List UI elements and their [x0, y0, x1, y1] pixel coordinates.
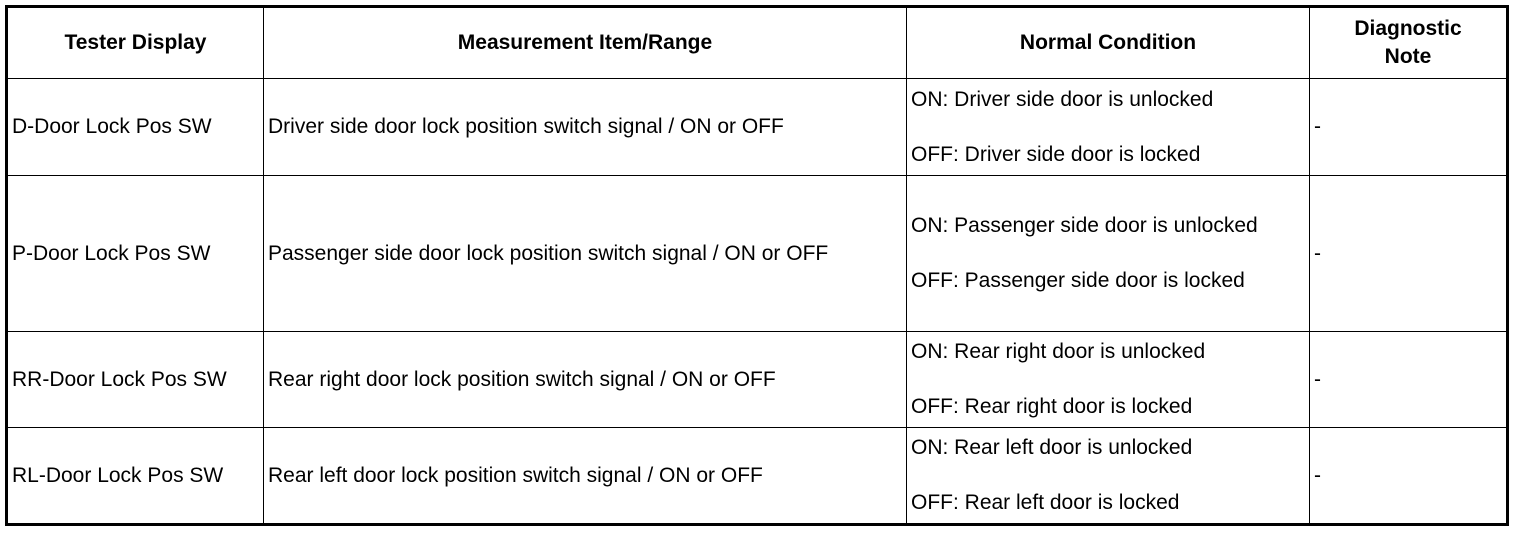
cell-tester-display: D-Door Lock Pos SW — [6, 78, 264, 176]
cell-diagnostic-note: - — [1309, 331, 1508, 428]
condition-spacer — [911, 241, 1305, 266]
cell-diagnostic-note: - — [1309, 427, 1508, 525]
condition-spacer — [911, 367, 1305, 392]
condition-on: ON: Passenger side door is unlocked — [911, 214, 1258, 237]
cell-normal-condition: ON: Passenger side door is unlocked OFF:… — [906, 175, 1310, 332]
condition-on: ON: Rear right door is unlocked — [911, 340, 1206, 363]
condition-on: ON: Rear left door is unlocked — [911, 436, 1193, 459]
table-row: RR-Door Lock Pos SW Rear right door lock… — [6, 331, 1508, 428]
condition-off: OFF: Passenger side door is locked — [911, 269, 1245, 292]
cell-tester-display: RR-Door Lock Pos SW — [6, 331, 264, 428]
tester-display-table: Tester Display Measurement Item/Range No… — [5, 5, 1509, 526]
cell-tester-display: RL-Door Lock Pos SW — [6, 427, 264, 525]
condition-off: OFF: Driver side door is locked — [911, 142, 1201, 166]
cell-normal-condition: ON: Rear right door is unlocked OFF: Rea… — [906, 331, 1310, 428]
header-tester-display: Tester Display — [6, 6, 264, 79]
condition-spacer — [911, 463, 1305, 488]
cell-measurement: Passenger side door lock position switch… — [263, 175, 907, 332]
condition-off: OFF: Rear left door is locked — [911, 491, 1180, 514]
cell-measurement: Rear left door lock position switch sign… — [263, 427, 907, 525]
table-header-row: Tester Display Measurement Item/Range No… — [6, 6, 1508, 79]
condition-off: OFF: Rear right door is locked — [911, 395, 1193, 418]
table-row: D-Door Lock Pos SW Driver side door lock… — [6, 78, 1508, 176]
data-table-container: Tester Display Measurement Item/Range No… — [5, 5, 1509, 526]
cell-measurement: Driver side door lock position switch si… — [263, 78, 907, 176]
cell-diagnostic-note: - — [1309, 78, 1508, 176]
cell-normal-condition: ON: Rear left door is unlocked OFF: Rear… — [906, 427, 1310, 525]
header-normal-condition: Normal Condition — [906, 6, 1310, 79]
condition-spacer — [911, 115, 1305, 140]
cell-measurement: Rear right door lock position switch sig… — [263, 331, 907, 428]
table-row: RL-Door Lock Pos SW Rear left door lock … — [6, 427, 1508, 525]
cell-tester-display: P-Door Lock Pos SW — [6, 175, 264, 332]
cell-normal-condition: ON: Driver side door is unlocked OFF: Dr… — [906, 78, 1310, 176]
table-row: P-Door Lock Pos SW Passenger side door l… — [6, 175, 1508, 332]
header-measurement: Measurement Item/Range — [263, 6, 907, 79]
header-diagnostic-note: Diagnostic Note — [1309, 6, 1508, 79]
cell-diagnostic-note: - — [1309, 175, 1508, 332]
condition-on: ON: Driver side door is unlocked — [911, 87, 1214, 111]
